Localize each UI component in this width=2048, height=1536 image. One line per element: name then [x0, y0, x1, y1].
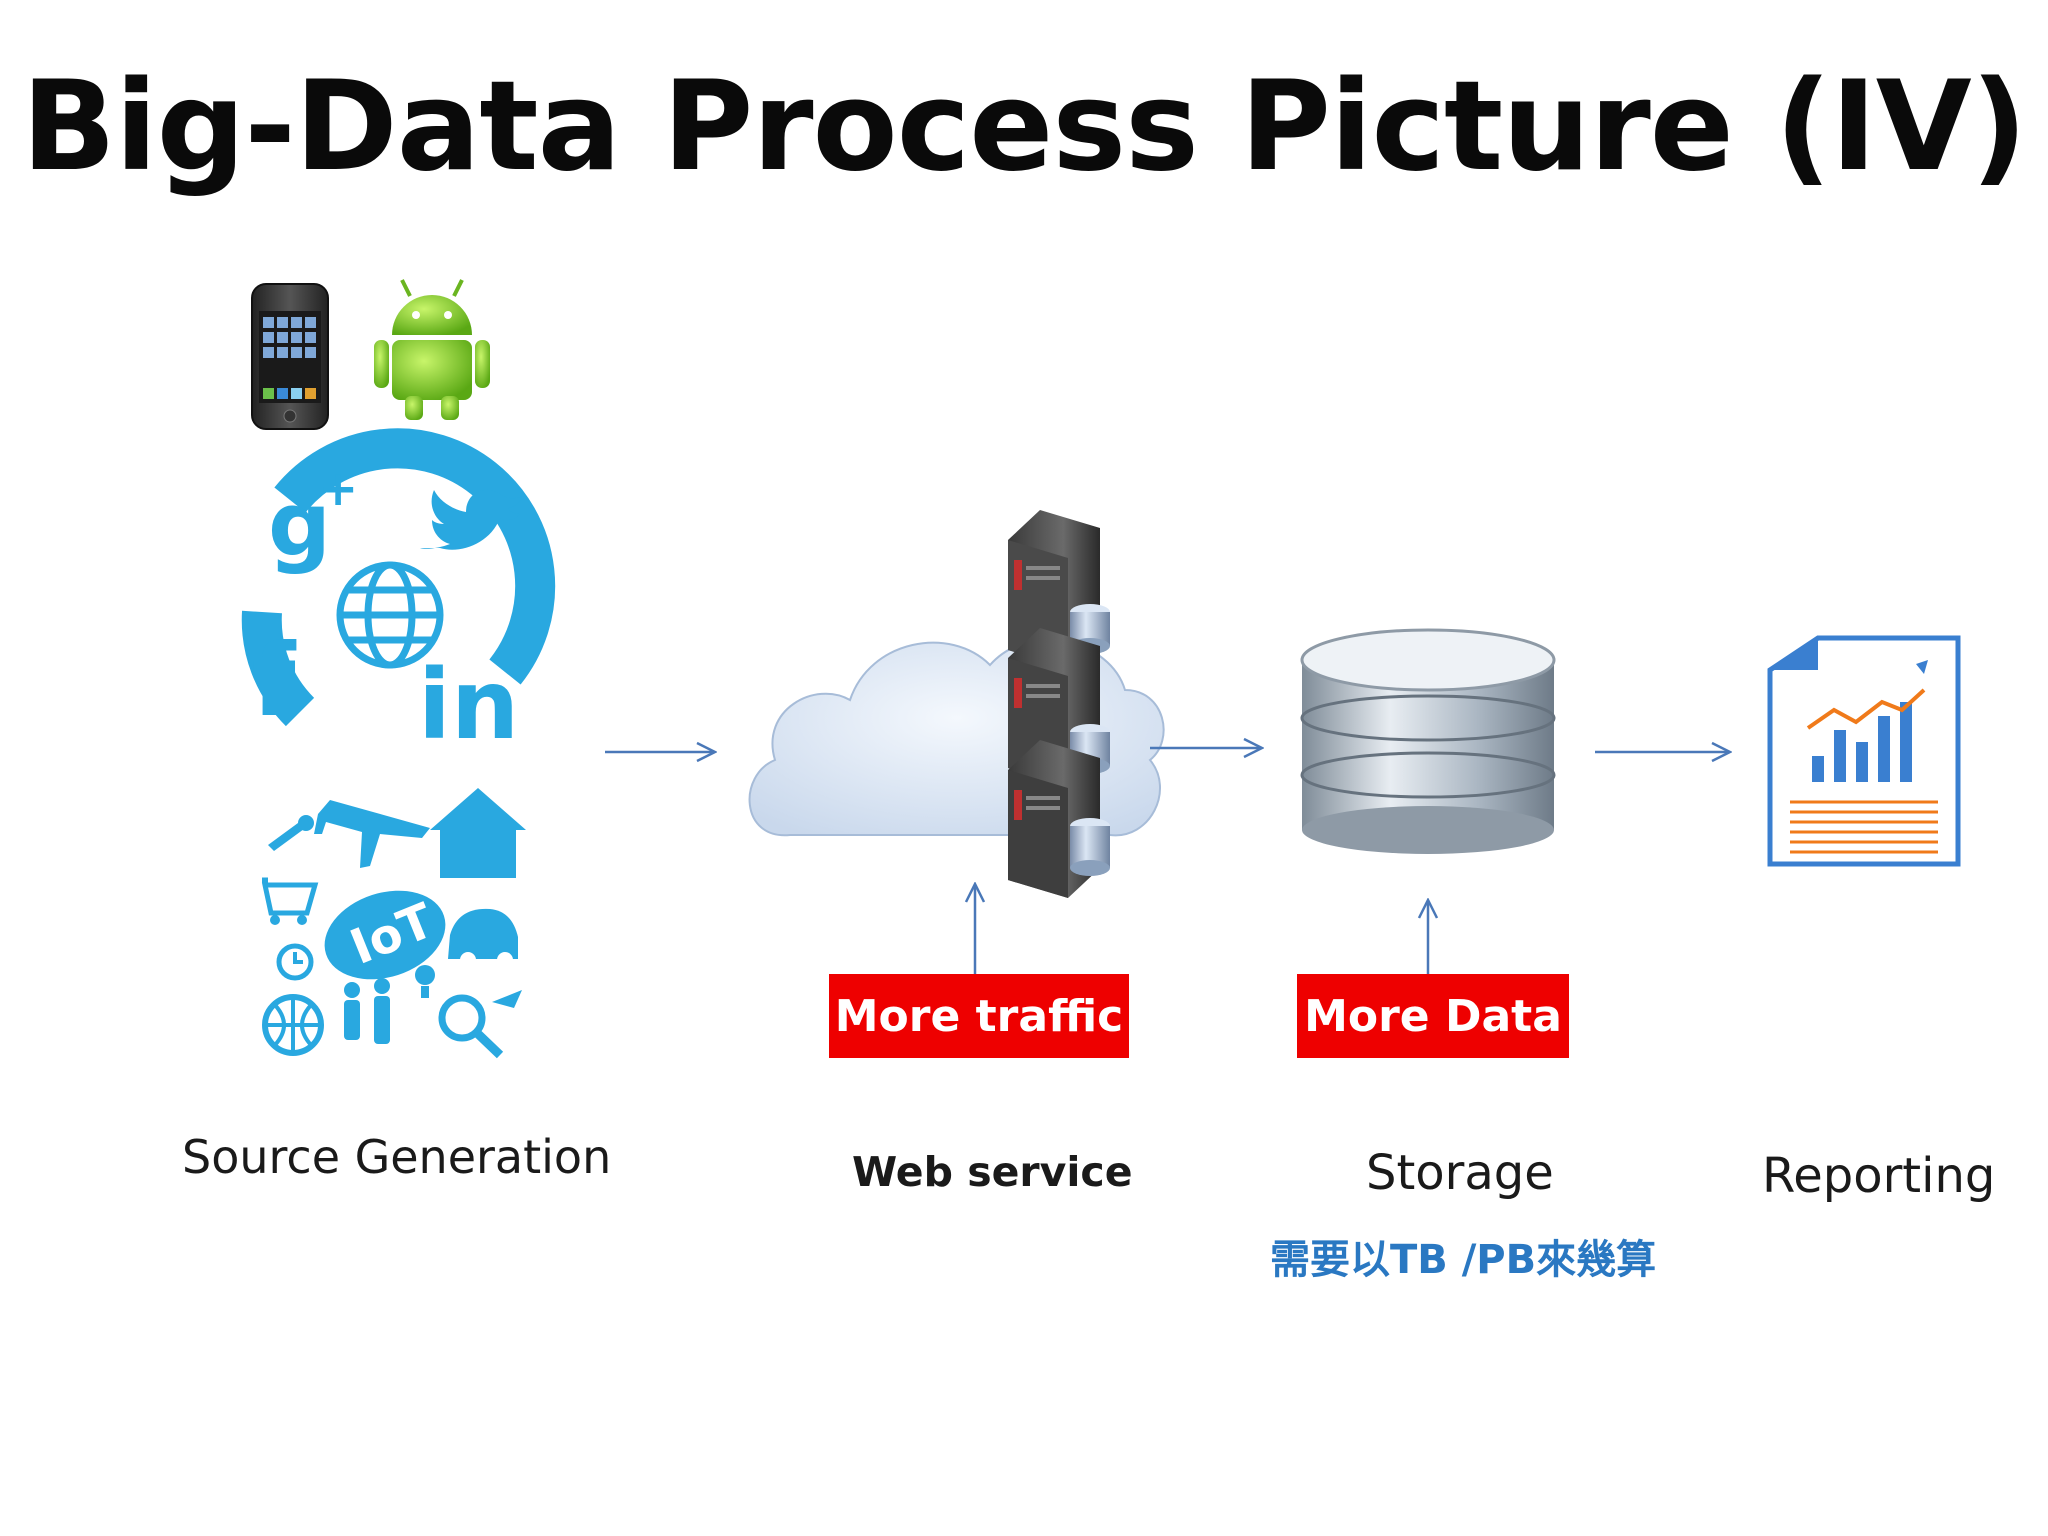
iphone-icon [251, 283, 329, 430]
globe-icon [336, 561, 444, 669]
more-data-badge: More Data [1297, 974, 1569, 1058]
source-generation-label: Source Generation [182, 1130, 612, 1184]
svg-text:+: + [318, 461, 358, 517]
linkedin-icon: in [418, 649, 519, 761]
storage-note: 需要以TB /PB來幾算 [1270, 1237, 1657, 1283]
social-network-icon: g + f in [241, 428, 556, 761]
facebook-icon: f [252, 622, 297, 739]
storage-label: Storage [1366, 1145, 1554, 1201]
android-icon [374, 279, 490, 420]
report-chart-icon [1767, 635, 1961, 867]
reporting-label: Reporting [1762, 1148, 1996, 1204]
page-title: Big-Data Process Picture (IV) [21, 55, 2028, 199]
google-plus-icon: g [268, 473, 331, 576]
server-rack-icon [1008, 510, 1110, 898]
database-icon [1300, 628, 1556, 854]
web-service-label: Web service [852, 1148, 1133, 1196]
more-traffic-badge: More traffic [829, 974, 1129, 1058]
iot-icon: IoT [261, 788, 526, 1059]
twitter-bird-icon [420, 489, 522, 550]
